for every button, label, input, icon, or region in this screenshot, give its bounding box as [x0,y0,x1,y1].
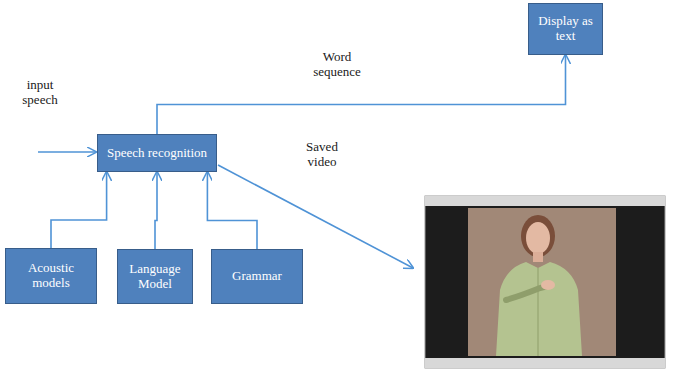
output-label: Saved video [290,140,354,170]
box-label: Acoustic models [11,261,91,291]
output-box: Display as text [528,3,603,55]
box-label: Language Model [123,262,187,292]
model-box: Acoustic models [5,248,97,304]
box-label: Display as text [534,14,597,44]
connector [51,172,107,248]
edge-label: Word sequence [300,50,374,80]
connector [207,172,257,249]
video-screenshot [425,196,665,368]
process-box: Speech recognition [97,134,217,172]
connector [155,172,157,249]
box-label: Speech recognition [107,146,207,161]
input-label: input speech [14,78,66,108]
input-arrow [38,151,96,153]
box-label: Grammar [232,269,282,284]
model-box: Language Model [117,249,193,304]
model-box: Grammar [211,249,303,304]
